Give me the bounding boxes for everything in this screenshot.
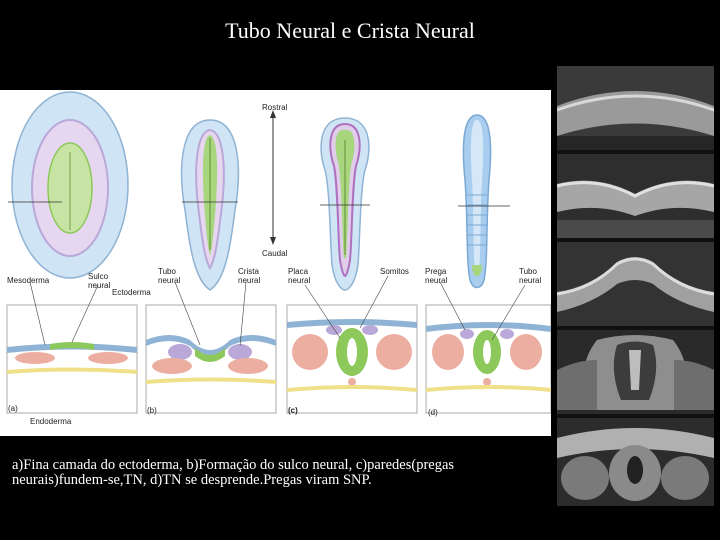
sem-panel-4 <box>557 330 714 414</box>
tubo-neural-label-1: Tubo neural <box>158 267 181 285</box>
cross-section-d <box>425 304 551 414</box>
panel-b-label: (b) <box>147 406 157 415</box>
slide-title: Tubo Neural e Crista Neural <box>225 18 475 43</box>
sem-micrograph-column <box>557 66 714 506</box>
tubo-neural-label-2: Tubo neural <box>519 267 542 285</box>
cross-section-b <box>145 304 277 414</box>
embryo-a <box>11 91 129 279</box>
somitos-label: Somitos <box>380 267 409 276</box>
embryo-b <box>180 119 240 291</box>
prega-neural-label: Prega neural <box>425 267 448 285</box>
panel-c-label: (c) <box>288 406 298 415</box>
embryo-c <box>320 117 370 291</box>
cross-section-a <box>6 304 138 414</box>
rostral-caudal-axis <box>270 110 276 245</box>
embryo-d <box>462 114 492 289</box>
panel-a-label: (a) <box>8 404 18 413</box>
endoderma-label: Endoderma <box>30 417 72 426</box>
sem-panel-5 <box>557 418 714 506</box>
sem-panel-1 <box>557 66 714 150</box>
sulco-neural-label: Sulco neural <box>88 272 111 290</box>
cross-section-c <box>286 304 418 414</box>
mesoderma-label: Mesoderma <box>7 276 50 285</box>
embryo-illustration <box>6 91 551 414</box>
placa-neural-label: Placa neural <box>288 267 311 285</box>
caudal-label: Caudal <box>262 249 288 258</box>
sem-panel-2 <box>557 154 714 238</box>
slide-caption: a)Fina camada do ectoderma, b)Formação d… <box>12 457 455 488</box>
panel-d-label: (d) <box>428 408 438 417</box>
ectoderma-label: Ectoderma <box>112 288 151 297</box>
rostral-label: Rostral <box>262 103 288 112</box>
crista-neural-label: Crista neural <box>238 267 261 285</box>
sem-panel-3 <box>557 242 714 326</box>
neural-tube-diagram: Rostral Caudal Mesoderma Sulco neural Ec… <box>0 90 551 436</box>
